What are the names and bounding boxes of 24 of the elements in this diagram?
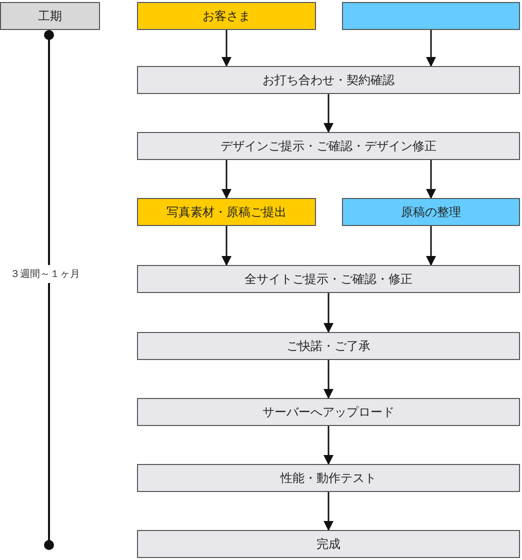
arrow	[324, 492, 334, 531]
duration-label: ３週間～１ヶ月	[10, 265, 80, 283]
arrow	[324, 293, 334, 333]
arrow	[324, 426, 334, 465]
header-box: 工期	[0, 2, 100, 30]
process-box: サーバーへアップロード	[137, 398, 520, 426]
process-box: デザインご提示・ご確認・デザイン修正	[137, 132, 520, 160]
arrow	[222, 30, 232, 67]
arrow	[324, 94, 334, 133]
process-box: 全サイトご提示・ご確認・修正	[137, 265, 520, 293]
arrow	[222, 160, 232, 199]
arrow	[426, 30, 436, 67]
arrow	[426, 226, 436, 266]
process-box	[342, 2, 520, 30]
arrow	[324, 360, 334, 399]
process-box: 写真素材・原稿ご提出	[137, 198, 316, 226]
arrow	[426, 160, 436, 199]
process-box: お客さま	[137, 2, 316, 30]
process-box: ご快諾・ご了承	[137, 332, 520, 360]
process-box: 完成	[137, 530, 520, 558]
arrow	[222, 226, 232, 266]
process-box: お打ち合わせ・契約確認	[137, 66, 520, 94]
process-box: 性能・動作テスト	[137, 464, 520, 492]
process-box: 原稿の整理	[342, 198, 520, 226]
